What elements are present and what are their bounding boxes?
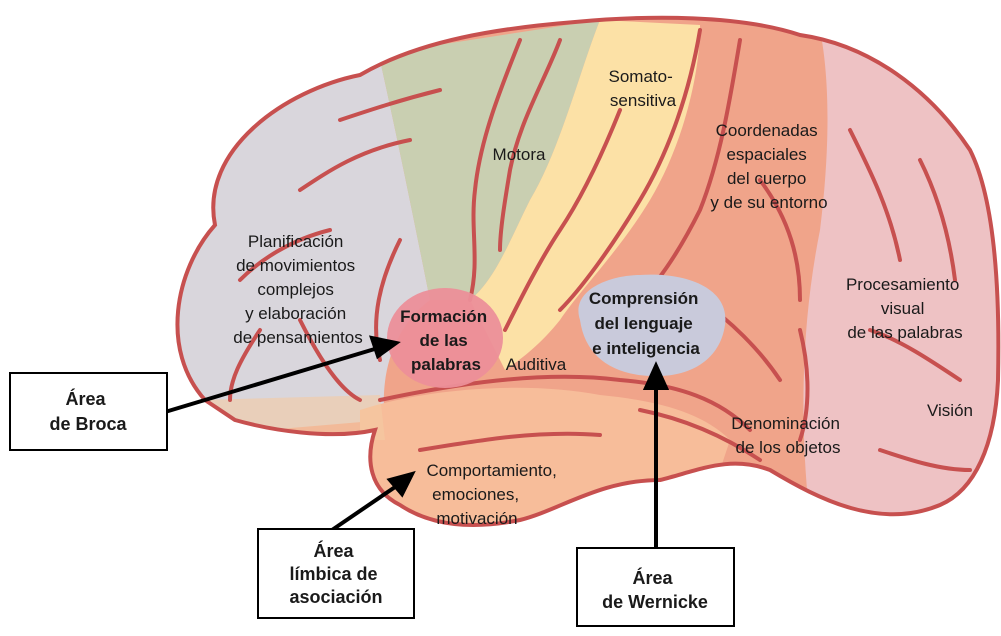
callout-limbic: Área límbica de asociación xyxy=(289,540,382,607)
label-comprehension: Comprensión del lenguaje e inteligencia xyxy=(589,289,703,358)
arrow-broca xyxy=(164,346,379,414)
label-motor: Motora xyxy=(493,145,546,164)
arrowhead-limbic xyxy=(386,470,416,498)
label-auditory: Auditiva xyxy=(506,355,567,374)
callout-box-wernicke xyxy=(576,547,735,627)
label-visual-words: Procesamiento visual de las palabras xyxy=(846,275,964,342)
arrowhead-broca xyxy=(369,335,401,360)
arrow-limbic xyxy=(330,483,400,532)
callout-box-broca xyxy=(9,372,168,451)
callout-wernicke: Área de Wernicke xyxy=(602,567,708,612)
region-occipital xyxy=(803,30,999,520)
label-limbic: Comportamiento, emociones, motivación xyxy=(426,461,561,528)
arrowhead-wernicke xyxy=(642,361,670,390)
region-temporal xyxy=(360,387,730,526)
label-somatosensory: Somato- sensitiva xyxy=(609,67,678,110)
label-vision: Visión xyxy=(927,401,973,420)
label-word-formation: Formación de las palabras xyxy=(400,307,492,374)
label-spatial: Coordenadas espaciales del cuerpo y de s… xyxy=(710,121,827,212)
region-motor xyxy=(340,20,600,300)
callout-broca: Área de Broca xyxy=(49,388,127,434)
broca-area-blob xyxy=(387,288,503,388)
label-naming: Denominación de los objetos xyxy=(731,414,844,457)
callout-box-limbic xyxy=(257,528,415,619)
label-prefrontal: Planificación de movimientos complejos y… xyxy=(233,232,362,347)
wernicke-area-blob xyxy=(578,274,726,377)
